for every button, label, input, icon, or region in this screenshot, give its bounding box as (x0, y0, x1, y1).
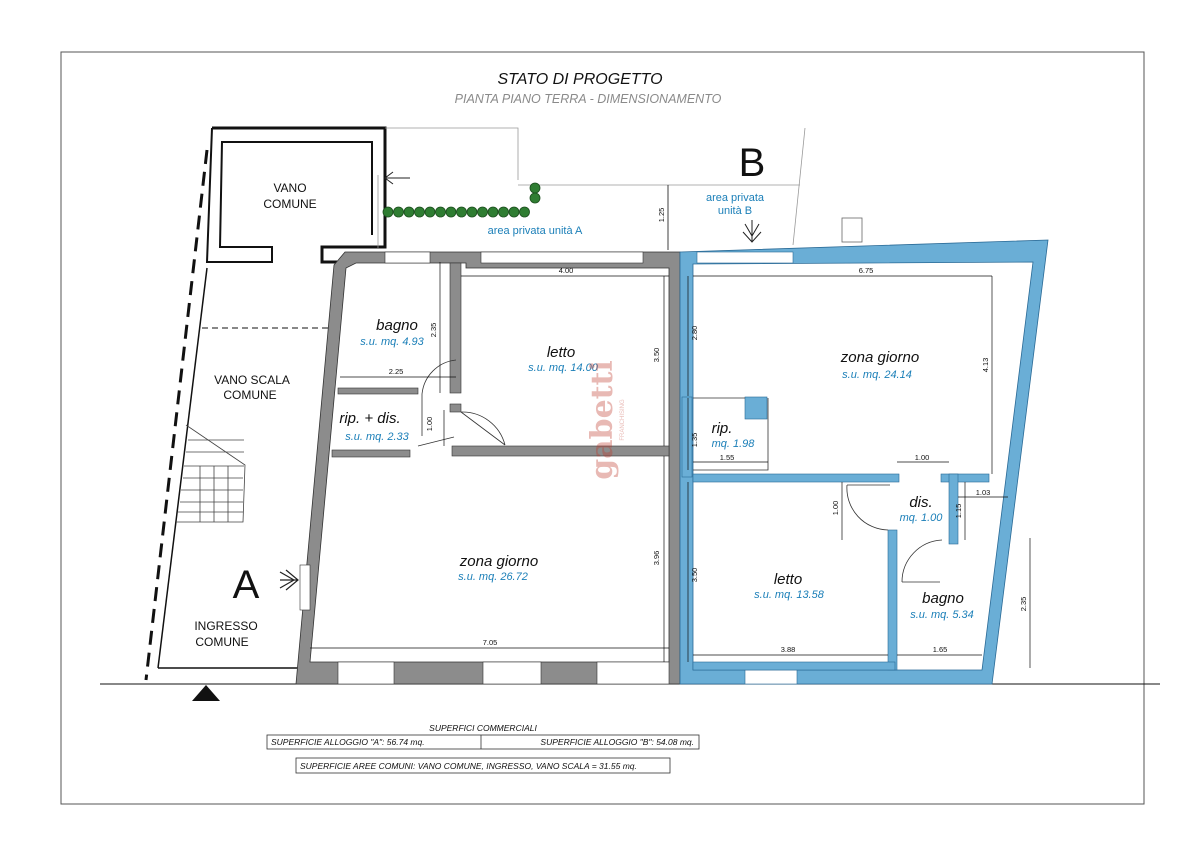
entry-arrow-private-b (742, 220, 762, 243)
dim-b-rip-w: 1.55 (720, 453, 735, 462)
hedge-shrub (477, 206, 488, 218)
private-area-b-line (792, 127, 806, 246)
vano-comune-label-2: COMUNE (263, 197, 316, 211)
hedge-shrub (487, 206, 499, 218)
room-b-rip: rip. (712, 420, 733, 437)
vano-scala-label-2: COMUNE (223, 388, 276, 402)
dim-b-letto-door: 1.00 (831, 501, 840, 516)
room-b-zona-giorno-area: s.u. mq. 24.14 (842, 369, 912, 381)
svg-text:FRANCHISING: FRANCHISING (620, 399, 626, 441)
sheet-frame (60, 51, 1145, 805)
dim-b-top-w: 6.75 (859, 266, 874, 275)
unit-b-doors (846, 484, 943, 583)
hedge-shrub (456, 206, 467, 218)
svg-text:gabetti: gabetti (585, 360, 620, 480)
dim-b-letto-w: 3.88 (781, 645, 796, 654)
dim-priv-h: 1.25 (657, 208, 666, 223)
unit-a-internal-walls (331, 262, 670, 458)
room-b-letto-area: s.u. mq. 13.58 (754, 589, 825, 601)
entry-marker (192, 685, 220, 701)
dim-a-zg-w: 7.05 (483, 638, 498, 647)
dim-a-letto-h: 3.50 (652, 348, 661, 363)
ingresso-label-2: COMUNE (195, 635, 248, 649)
dim-b-dis-w: 1.00 (915, 453, 930, 462)
table-row-1-right: SUPERFICIE ALLOGGIO "B": 54.08 mq. (540, 737, 694, 747)
hedge-shrub (393, 206, 404, 218)
hedge-shrub (382, 206, 394, 218)
unit-a-walls (295, 251, 681, 685)
room-b-dis: dis. (909, 494, 932, 511)
room-a-zona-giorno-area: s.u. mq. 26.72 (458, 571, 528, 583)
hedge-shrub (445, 206, 457, 218)
room-b-zona-giorno: zona giorno (840, 349, 919, 366)
room-a-rip: rip. + dis. (339, 410, 400, 427)
hedge-shrub (519, 206, 530, 218)
room-a-zona-giorno: zona giorno (459, 553, 538, 570)
unit-a-letter: A (233, 563, 260, 607)
room-a-letto-area: s.u. mq. 14.00 (528, 362, 599, 374)
table-row-1 (266, 734, 700, 750)
unit-a-doors (417, 359, 506, 447)
dim-b-zg-h-right: 4.13 (981, 358, 990, 373)
page-subtitle: PIANTA PIANO TERRA - DIMENSIONAMENTO (455, 92, 722, 106)
hedge-shrub (529, 192, 541, 204)
private-area-b-label: area privata (706, 192, 765, 204)
dim-b-bagno-h: 2.35 (1019, 597, 1028, 612)
dimension-lines (310, 185, 1031, 668)
table-row-2 (295, 757, 671, 774)
room-a-letto: letto (547, 344, 575, 361)
dim-a-top-letto: 4.00 (559, 266, 574, 275)
entry-arrow-private-a (384, 171, 410, 185)
room-b-bagno: bagno (922, 590, 964, 607)
ingresso-label: INGRESSO (194, 619, 257, 633)
private-area-a-label: area privata unità A (488, 225, 583, 237)
dim-b-bagno-w: 1.65 (933, 645, 948, 654)
dim-a-bagno-h: 2.35 (429, 323, 438, 338)
hedge-shrub (435, 206, 446, 218)
vano-comune-label: VANO (273, 181, 306, 195)
dim-a-bagno-w: 2.25 (389, 367, 404, 376)
unit-b-letter: B (739, 141, 766, 185)
room-a-rip-area: s.u. mq. 2.33 (345, 431, 409, 443)
table-heading: SUPERFICI COMMERCIALI (429, 723, 537, 733)
dim-b-rip-h: 1.35 (690, 433, 699, 448)
dim-b-zg-h-left: 2.80 (690, 326, 699, 341)
page-title: STATO DI PROGETTO (497, 71, 662, 88)
dim-b-dis-h: 1.15 (954, 504, 963, 519)
hedge-shrub (414, 206, 425, 218)
hedge (382, 182, 541, 218)
room-b-dis-area: mq. 1.00 (900, 512, 944, 524)
hedge-shrub (424, 206, 436, 218)
dim-a-rip-h: 1.00 (425, 417, 434, 432)
hedge-shrub (403, 206, 415, 218)
entry-arrow-a (279, 569, 299, 591)
room-a-bagno-area: s.u. mq. 4.93 (360, 336, 424, 348)
room-b-rip-area: mq. 1.98 (712, 438, 756, 450)
dim-b-dis-w2: 1.03 (976, 488, 991, 497)
stairs (176, 424, 246, 523)
table-row-2-text: SUPERFICIE AREE COMUNI: VANO COMUNE, ING… (300, 761, 637, 771)
room-b-letto: letto (774, 571, 802, 588)
watermark-logo: gabetti FRANCHISING (585, 360, 626, 480)
unit-b-walls (679, 239, 1049, 685)
hedge-shrub (498, 206, 509, 218)
hedge-shrub (466, 206, 478, 218)
room-b-bagno-area: s.u. mq. 5.34 (910, 609, 974, 621)
private-area-b-label-2: unità B (718, 205, 752, 217)
common-area-outline (100, 126, 1160, 685)
unit-b-rip-outline (693, 397, 769, 471)
hedge-shrub (508, 206, 520, 218)
unit-a-windows (299, 251, 670, 685)
unit-b-windows (696, 251, 798, 685)
dim-a-zg-h: 3.96 (652, 551, 661, 566)
vano-scala-label: VANO SCALA (214, 373, 290, 387)
table-row-1-left: SUPERFICIE ALLOGGIO "A": 56.74 mq. (271, 737, 425, 747)
chimney (841, 217, 863, 243)
unit-b-internal-walls (681, 396, 990, 671)
hedge-shrub (529, 182, 541, 194)
room-a-bagno: bagno (376, 317, 418, 334)
dim-b-letto-h: 3.50 (690, 568, 699, 583)
